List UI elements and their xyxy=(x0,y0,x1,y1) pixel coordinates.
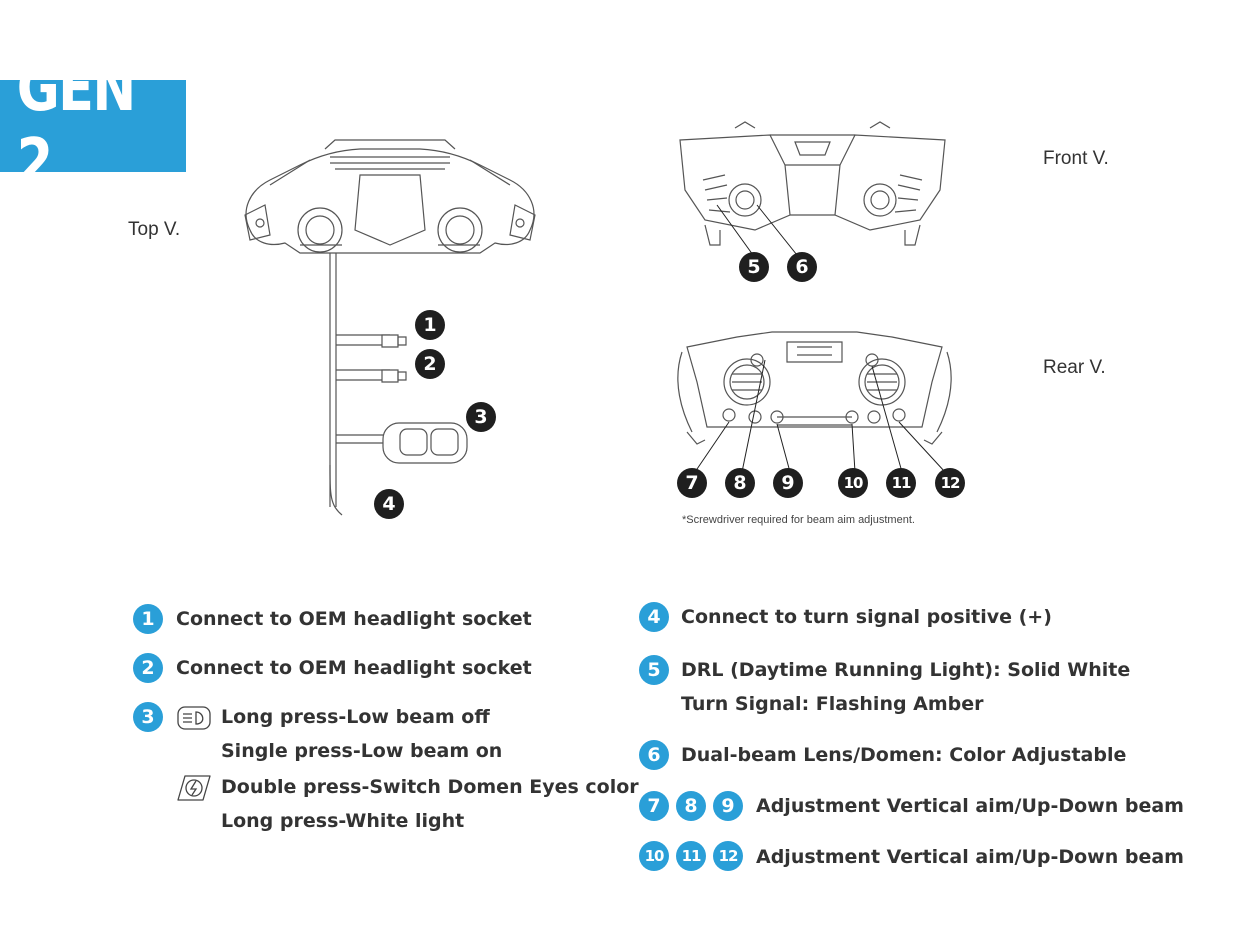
instruction-4-text: Connect to turn signal positive (+) xyxy=(681,606,1052,628)
callout-9: 9 xyxy=(773,468,803,498)
instruction-3-line2: Single press-Low beam on xyxy=(221,740,503,762)
instruction-7-text: Adjustment Vertical aim/Up-Down beam xyxy=(756,795,1184,817)
rear-view-label: Rear V. xyxy=(1043,357,1106,378)
instruction-6-text: Dual-beam Lens/Domen: Color Adjustable xyxy=(681,744,1127,766)
instruction-8-number-11: 11 xyxy=(676,841,706,871)
instruction-2-number: 2 xyxy=(133,653,163,683)
instruction-1-text: Connect to OEM headlight socket xyxy=(176,608,532,630)
low-beam-icon xyxy=(177,706,211,730)
callout-8: 8 xyxy=(725,468,755,498)
instruction-5-line2: Turn Signal: Flashing Amber xyxy=(681,693,984,715)
callout-3: 3 xyxy=(466,402,496,432)
callout-4: 4 xyxy=(374,489,404,519)
instruction-8-number-10: 10 xyxy=(639,841,669,871)
instruction-5-line1: DRL (Daytime Running Light): Solid White xyxy=(681,659,1131,681)
instruction-8-text: Adjustment Vertical aim/Up-Down beam xyxy=(756,846,1184,868)
instruction-5-number: 5 xyxy=(639,655,669,685)
lightning-icon xyxy=(177,775,211,801)
gen-badge: GEN 2 xyxy=(0,52,186,200)
instruction-3-number: 3 xyxy=(133,702,163,732)
instruction-7-number-8: 8 xyxy=(676,791,706,821)
instruction-7-number-7: 7 xyxy=(639,791,669,821)
instruction-3-line1: Long press-Low beam off xyxy=(221,706,490,728)
instruction-6-number: 6 xyxy=(639,740,669,770)
instruction-3-line4: Long press-White light xyxy=(221,810,465,832)
front-view-label: Front V. xyxy=(1043,148,1109,169)
callout-5: 5 xyxy=(739,252,769,282)
callout-6: 6 xyxy=(787,252,817,282)
callout-7: 7 xyxy=(677,468,707,498)
callout-2: 2 xyxy=(415,349,445,379)
instruction-2-text: Connect to OEM headlight socket xyxy=(176,657,532,679)
instruction-4-number: 4 xyxy=(639,602,669,632)
callout-1: 1 xyxy=(415,310,445,340)
callout-10: 10 xyxy=(838,468,868,498)
top-view-headlight-drawing xyxy=(230,135,550,525)
instruction-1-number: 1 xyxy=(133,604,163,634)
instruction-3-line3: Double press-Switch Domen Eyes color xyxy=(221,776,639,798)
callout-11: 11 xyxy=(886,468,916,498)
top-view-label: Top V. xyxy=(128,219,181,240)
rear-view-headlight-drawing xyxy=(677,322,952,472)
screwdriver-note: *Screwdriver required for beam aim adjus… xyxy=(682,514,915,526)
callout-12: 12 xyxy=(935,468,965,498)
instruction-7-number-9: 9 xyxy=(713,791,743,821)
front-view-headlight-drawing xyxy=(675,120,950,255)
instruction-8-number-12: 12 xyxy=(713,841,743,871)
